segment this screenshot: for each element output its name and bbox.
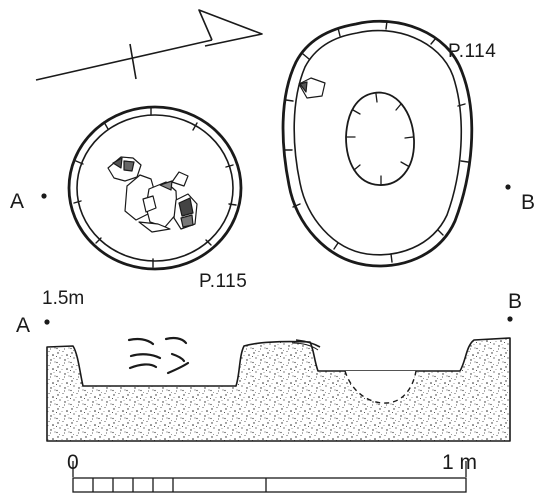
pit-114-plan: [281, 19, 474, 268]
section-point-b-label: B: [508, 290, 523, 313]
plan-point-a-marker: [41, 193, 47, 199]
scale-start-label: 0: [67, 451, 79, 474]
stones-cluster: [107, 156, 198, 233]
elevation-label: 1.5m: [42, 288, 85, 309]
pit-115-label: P.115: [199, 271, 248, 292]
scale-end-label: 1 m: [442, 451, 478, 474]
pit-115-plan: [67, 105, 243, 271]
section-point-a-marker: [44, 319, 50, 325]
section-profile: [46, 337, 511, 442]
scale-bar: [72, 461, 467, 493]
inner-depression: [345, 91, 415, 186]
section-point-b-marker: [507, 316, 513, 322]
section-points: [44, 316, 513, 325]
plan-point-b-marker: [505, 184, 511, 190]
section-fragments: [127, 336, 190, 375]
plan-point-b-label: B: [521, 191, 536, 214]
pit-114-label: P.114: [448, 41, 497, 62]
north-arrow: [35, 9, 263, 81]
plan-points: [41, 184, 511, 199]
plan-point-a-label: A: [10, 190, 25, 213]
section-point-a-label: A: [16, 314, 31, 337]
small-stone: [298, 77, 326, 99]
